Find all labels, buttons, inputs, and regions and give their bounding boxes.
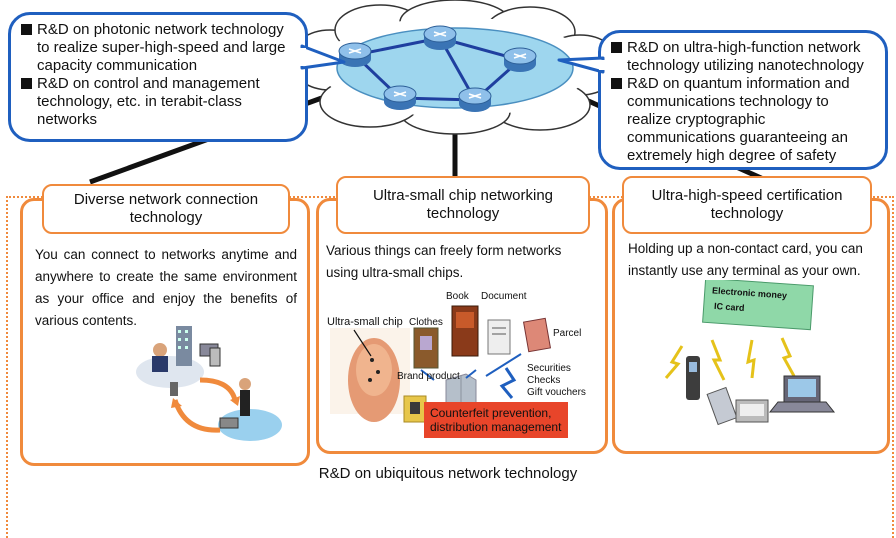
- label-ic-card: IC card: [713, 300, 745, 314]
- label-parcel: Parcel: [553, 328, 582, 339]
- counterfeit-line-1: Counterfeit prevention,: [430, 406, 552, 420]
- footer-caption: R&D on ubiquitous network technology: [318, 465, 578, 482]
- label-checks: Checks: [527, 375, 561, 386]
- certification-illustration: [664, 280, 836, 426]
- right-callout-tail: [557, 56, 605, 74]
- counterfeit-box: Counterfeit prevention, distribution man…: [424, 402, 568, 438]
- mobile-office-illustration: [136, 326, 282, 441]
- label-brand-product: Brand product: [397, 371, 460, 382]
- label-chip: Ultra-small chip: [327, 316, 403, 328]
- panel-title: Ultra-high-speed certification technolog…: [622, 176, 872, 234]
- callout-item: R&D on control and management technology…: [21, 75, 297, 129]
- right-callout: R&D on ultra-high-function network techn…: [598, 30, 888, 170]
- callout-item: R&D on photonic network technology to re…: [21, 21, 297, 75]
- callout-item: R&D on quantum information and communica…: [611, 75, 877, 165]
- left-callout-tail: [300, 44, 346, 70]
- label-securities: Securities: [527, 363, 571, 374]
- panel-body: Various things can freely form networks …: [326, 243, 562, 280]
- label-clothes: Clothes: [409, 317, 443, 328]
- router-icon: [338, 42, 372, 67]
- router-icon: [383, 85, 417, 110]
- panel-body: You can connect to networks anytime and …: [35, 247, 297, 328]
- callout-item: R&D on ultra-high-function network techn…: [611, 39, 877, 75]
- panel-body: Holding up a non-contact card, you can i…: [628, 241, 863, 278]
- panel-title: Diverse network connection technology: [42, 184, 290, 234]
- router-icon: [458, 87, 492, 112]
- label-document: Document: [481, 291, 527, 302]
- counterfeit-line-2: distribution management: [430, 420, 562, 434]
- label-gift-vouchers: Gift vouchers: [527, 387, 586, 398]
- label-book: Book: [446, 291, 469, 302]
- router-icon: [423, 25, 457, 50]
- panel-title: Ultra-small chip networking technology: [336, 176, 590, 234]
- router-icon: [503, 47, 537, 72]
- left-callout: R&D on photonic network technology to re…: [8, 12, 308, 142]
